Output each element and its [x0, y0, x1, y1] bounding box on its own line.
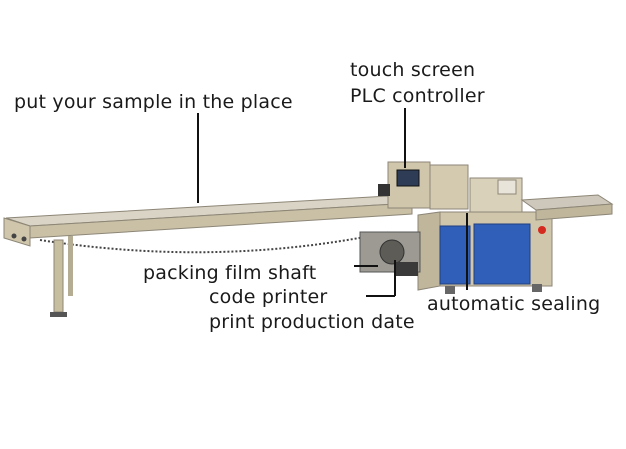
cabinet-foot [445, 286, 455, 294]
blue-panel-left [439, 225, 471, 285]
end-bolt [11, 233, 17, 239]
cabinet-foot [532, 284, 542, 292]
control-switch [378, 184, 390, 196]
touch-screen [396, 169, 420, 187]
film-roll [379, 239, 405, 265]
sealing-head [469, 177, 523, 213]
emergency-stop-icon [538, 226, 546, 234]
label-print-production-date: print production date [209, 311, 415, 333]
code-printer-unit [396, 262, 418, 276]
leg-front-left [53, 239, 64, 313]
sealing-nameplate [497, 179, 517, 195]
label-packing-film-shaft: packing film shaft [143, 262, 317, 284]
drive-chain [39, 231, 391, 254]
main-cabinet-side [417, 211, 441, 291]
label-plc-controller: PLC controller [350, 85, 485, 107]
label-code-printer: code printer [209, 286, 328, 308]
leg-back-left [68, 236, 73, 296]
blue-panel-right [473, 223, 531, 285]
outfeed-rail [535, 203, 613, 221]
leg-foot-left [50, 312, 67, 317]
label-automatic-sealing: automatic sealing [427, 293, 601, 315]
upper-frame [429, 164, 469, 210]
label-sample-place: put your sample in the place [14, 91, 293, 113]
end-bolt [21, 236, 27, 242]
label-touch-screen: touch screen [350, 59, 476, 81]
